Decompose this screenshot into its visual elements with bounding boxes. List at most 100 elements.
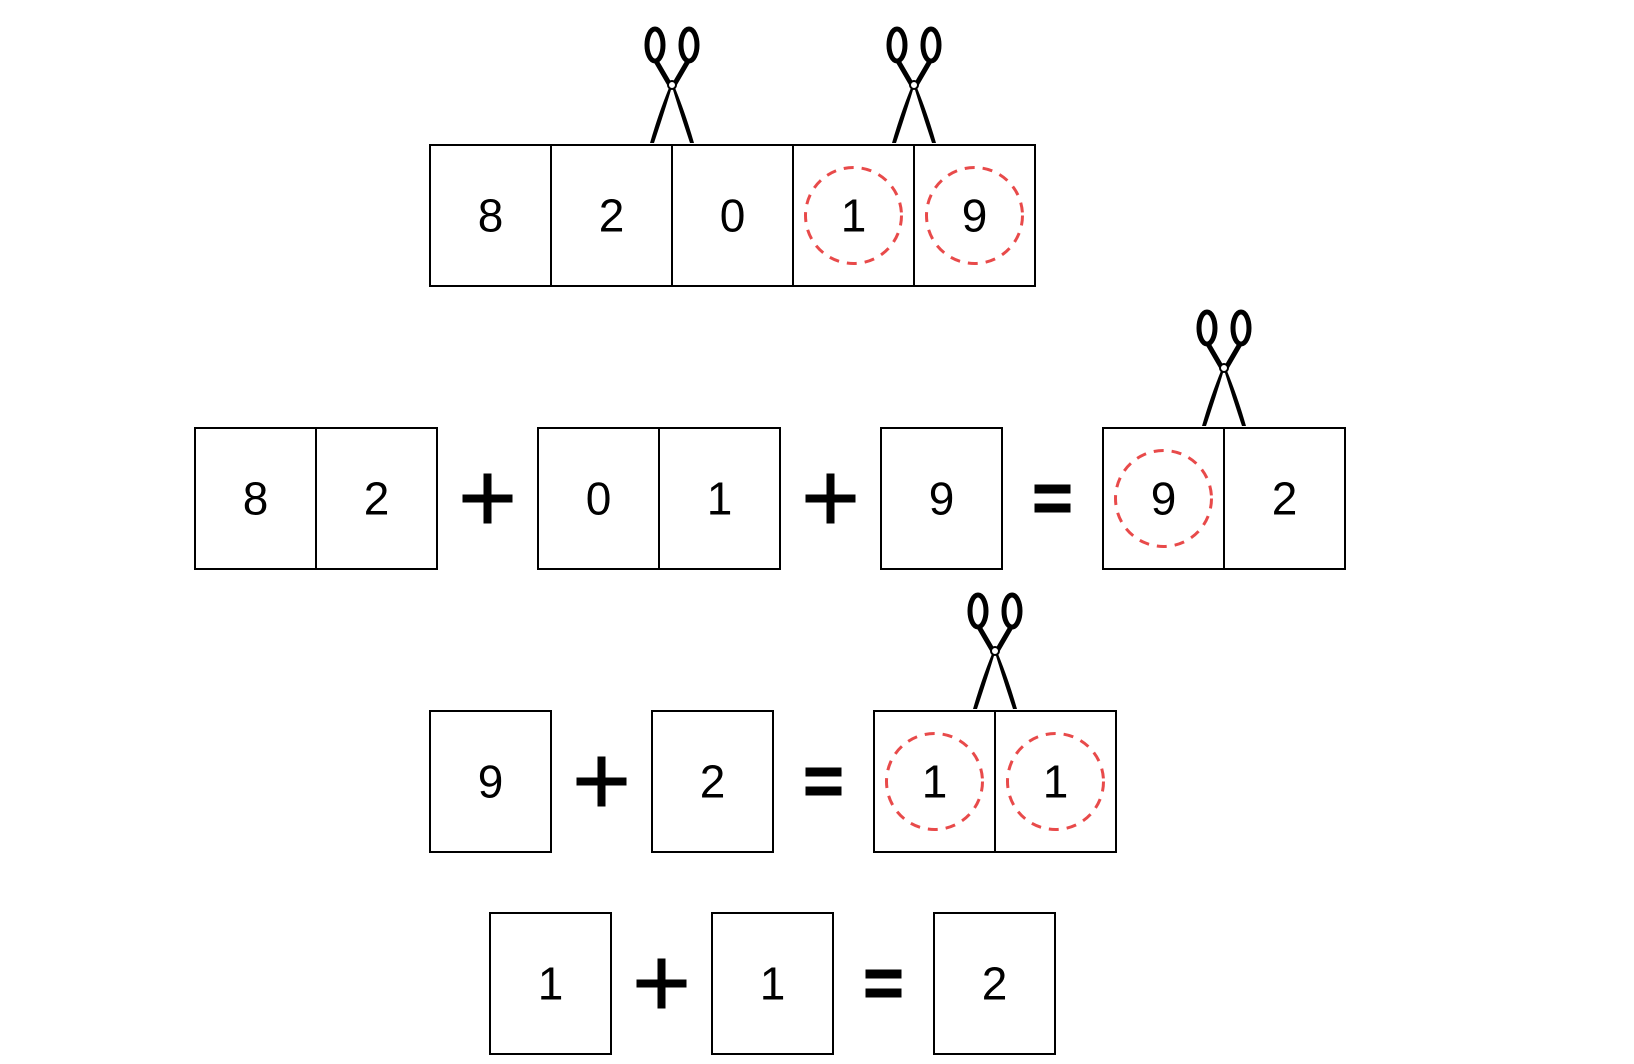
scissors-pivot: [667, 80, 677, 90]
scissors-handle-right: [1230, 309, 1252, 347]
equals-bar-top: [1034, 484, 1071, 494]
term-group: 1: [489, 912, 612, 1055]
scissors-blade-right: [671, 83, 694, 143]
term-group: 1: [711, 912, 834, 1055]
digit-cell: 2: [651, 710, 774, 853]
scissors-shank: [976, 625, 1014, 653]
digit-label: 1: [1043, 756, 1069, 808]
digit-cell: 1: [873, 710, 996, 853]
digit-cell: 1: [711, 912, 834, 1055]
digit-cell: 1: [792, 144, 915, 287]
digit-label: 9: [929, 473, 955, 525]
equals-bar-top: [805, 767, 842, 777]
scissors-blade-right: [994, 649, 1017, 709]
digit-label: 2: [599, 190, 625, 242]
cell-box: [315, 427, 438, 570]
digit-cell: 9: [913, 144, 1036, 287]
scissors-handle-left: [644, 26, 666, 64]
scissors-icon: [886, 26, 942, 143]
highlight-circle: [1006, 732, 1105, 831]
plus-icon: [576, 756, 627, 807]
scissors-handle-left: [1196, 309, 1218, 347]
digit-cell: 9: [1102, 427, 1225, 570]
equals-bar-bottom: [805, 786, 842, 796]
digit-cell: 0: [537, 427, 660, 570]
digit-cell: 8: [194, 427, 317, 570]
digit-label: 0: [720, 190, 746, 242]
digit-cell: 2: [1223, 427, 1346, 570]
scissors-blade-left: [973, 649, 996, 709]
digit-cell: 0: [671, 144, 794, 287]
scissors-handle-right: [1001, 592, 1023, 630]
highlight-circle: [925, 166, 1024, 265]
digit-label: 1: [922, 756, 948, 808]
digit-cell: 1: [489, 912, 612, 1055]
digit-cell: 8: [429, 144, 552, 287]
scissors-shank: [653, 59, 691, 87]
scissors-shank: [1205, 342, 1243, 370]
cell-box: [711, 912, 834, 1055]
equals-bar-top: [865, 969, 902, 979]
scissors-icon: [644, 26, 700, 143]
scissors-icon: [1196, 309, 1252, 426]
digit-cell: 1: [994, 710, 1117, 853]
scissors-blade-right: [913, 83, 936, 143]
term-group: 9: [429, 710, 552, 853]
digit-cell: 2: [315, 427, 438, 570]
highlight-circle: [1114, 449, 1213, 548]
digit-label: 2: [700, 756, 726, 808]
plus-icon: [636, 958, 687, 1009]
equals-bar-bottom: [865, 988, 902, 998]
scissors-blade-left: [1202, 366, 1225, 426]
digit-label: 1: [538, 958, 564, 1010]
scissors-pivot: [909, 80, 919, 90]
cell-box: [933, 912, 1056, 1055]
digit-cell: 9: [880, 427, 1003, 570]
digit-label: 0: [586, 473, 612, 525]
plus-icon: [805, 473, 856, 524]
cell-box: [429, 710, 552, 853]
plus-icon: [462, 473, 513, 524]
scissors-shank: [895, 59, 933, 87]
equals-icon: [805, 767, 842, 796]
equals-icon: [865, 969, 902, 998]
highlight-circle: [804, 166, 903, 265]
digit-label: 9: [478, 756, 504, 808]
digit-cell: 2: [933, 912, 1056, 1055]
scissors-blade-right: [1223, 366, 1246, 426]
equals-icon: [1034, 484, 1071, 513]
digit-label: 8: [478, 190, 504, 242]
digit-label: 2: [364, 473, 390, 525]
term-group: 9: [880, 427, 1003, 570]
digit-cell: 9: [429, 710, 552, 853]
digit-label: 8: [243, 473, 269, 525]
cell-box: [880, 427, 1003, 570]
digit-label: 9: [962, 190, 988, 242]
digit-label: 2: [1272, 473, 1298, 525]
scissors-icon: [967, 592, 1023, 709]
scissors-handle-left: [886, 26, 908, 64]
scissors-handle-left: [967, 592, 989, 630]
cell-box: [658, 427, 781, 570]
digit-cell: 1: [658, 427, 781, 570]
scissors-pivot: [990, 646, 1000, 656]
term-group: 2: [651, 710, 774, 853]
cell-box: [194, 427, 317, 570]
cell-box: [651, 710, 774, 853]
term-group: 2: [933, 912, 1056, 1055]
cell-box: [1223, 427, 1346, 570]
scissors-handle-right: [678, 26, 700, 64]
digit-label: 1: [760, 958, 786, 1010]
equals-bar-bottom: [1034, 503, 1071, 513]
digit-cell: 2: [550, 144, 673, 287]
digit-label: 1: [707, 473, 733, 525]
scissors-pivot: [1219, 363, 1229, 373]
scissors-blade-left: [650, 83, 673, 143]
digit-label: 2: [982, 958, 1008, 1010]
cell-box: [671, 144, 794, 287]
